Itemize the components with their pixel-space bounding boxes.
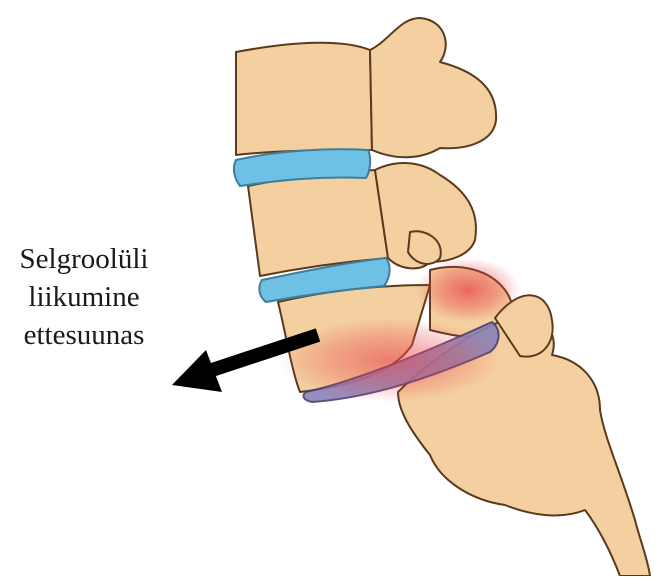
vertebra-body-top — [236, 43, 372, 155]
caption: Selgroolüli liikumine ettesuunas — [4, 240, 164, 354]
inflammation-glow-upper — [416, 258, 520, 322]
caption-line-3: ettesuunas — [4, 316, 164, 354]
vertebra-process-top — [370, 18, 496, 157]
caption-line-2: liikumine — [4, 278, 164, 316]
caption-line-1: Selgroolüli — [4, 240, 164, 278]
